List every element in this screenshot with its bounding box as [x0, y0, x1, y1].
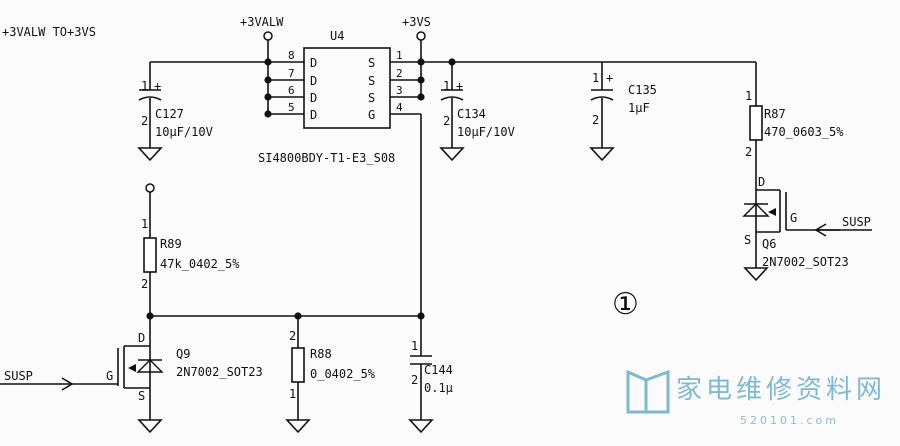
- ground-symbol: [439, 147, 465, 162]
- c134-plus: +: [456, 79, 463, 93]
- u4-pin1-num: 1: [396, 49, 403, 62]
- q6-susp-arrow: [814, 223, 872, 237]
- q9-mosfet: [0, 316, 164, 434]
- u4-pin3-num: 3: [396, 84, 403, 97]
- q9-gate-label: G: [106, 369, 113, 383]
- q9-ref: Q9: [176, 347, 190, 361]
- u4-body: [303, 47, 391, 129]
- u4-pin7-name: D: [310, 74, 317, 88]
- rail-3valw-terminal: [263, 31, 273, 41]
- ground-symbol: [137, 419, 163, 434]
- q9-drain-label: D: [138, 331, 145, 345]
- r87-resistor: [749, 62, 763, 190]
- q6-susp-label: SUSP: [842, 215, 871, 229]
- q9-part: 2N7002_SOT23: [176, 365, 263, 379]
- c127-ref: C127: [155, 107, 184, 121]
- watermark-logo: [626, 369, 670, 414]
- watermark-url: 520101.com: [740, 414, 839, 427]
- c134-pin1: 1: [443, 79, 450, 93]
- q6-gate-label: G: [790, 211, 797, 225]
- r89-pin1: 1: [141, 217, 148, 231]
- rail-3vs-terminal: [416, 31, 426, 41]
- u4-pin2-num: 2: [396, 67, 403, 80]
- ground-symbol: [408, 419, 434, 434]
- c127-pin1: 1: [141, 79, 148, 93]
- c135-value: 1μF: [628, 101, 650, 115]
- junction-dot: [264, 76, 272, 84]
- r88-resistor: [285, 316, 311, 434]
- c135-pin1: 1: [592, 71, 599, 85]
- q9-susp-arrow: [61, 377, 74, 391]
- rail-3valw-label: +3VALW: [240, 15, 284, 29]
- c127-capacitor: [137, 62, 163, 162]
- ground-symbol: [589, 147, 615, 162]
- watermark-text: 家电维修资料网: [676, 375, 886, 405]
- q9-susp-label: SUSP: [4, 369, 33, 383]
- u4-pin3-name: S: [368, 91, 375, 105]
- junction-dot: [417, 93, 425, 101]
- r88-value: 0_0402_5%: [310, 367, 376, 381]
- c134-value: 10μF/10V: [457, 125, 515, 139]
- c144-pin2: 2: [411, 373, 418, 387]
- ground-symbol: [743, 267, 769, 282]
- c134-pin2: 2: [443, 114, 450, 128]
- c127-plus: +: [154, 79, 161, 93]
- q6-ref: Q6: [762, 237, 776, 251]
- junction-dot: [417, 76, 425, 84]
- r87-pin1: 1: [745, 89, 752, 103]
- q6-mosfet: [742, 189, 840, 282]
- r89-resistor: [143, 192, 157, 316]
- q6-drain-label: D: [758, 175, 765, 189]
- circled-number-marker: ①: [612, 287, 639, 322]
- c134-ref: C134: [457, 107, 486, 121]
- u4-pin6-name: D: [310, 91, 317, 105]
- r87-value: 470_0603_5%: [764, 125, 844, 139]
- u4-pin8-num: 8: [288, 49, 295, 62]
- u4-pin4-name: G: [368, 108, 375, 122]
- c127-pin2: 2: [141, 114, 148, 128]
- q6-source-label: S: [744, 233, 751, 247]
- junction-dot: [264, 93, 272, 101]
- c144-value: 0.1μ: [424, 381, 453, 395]
- c135-plus: +: [606, 71, 613, 85]
- r88-ref: R88: [310, 347, 332, 361]
- ground-symbol: [137, 147, 163, 162]
- u4-pin6-num: 6: [288, 84, 295, 97]
- u4-right-pins: [390, 58, 425, 115]
- u4-pin5-num: 5: [288, 101, 295, 114]
- r89-value: 47k_0402_5%: [160, 257, 240, 271]
- q9-source-label: S: [138, 389, 145, 403]
- u4-pin1-name: S: [368, 56, 375, 70]
- junction-dot: [264, 110, 272, 118]
- u4-pin4-num: 4: [396, 101, 403, 114]
- u4-ref: U4: [330, 29, 344, 43]
- c135-capacitor: [589, 62, 615, 162]
- r87-ref: R87: [764, 107, 786, 121]
- c144-capacitor: [408, 316, 434, 434]
- u4-pin8-name: D: [310, 56, 317, 70]
- c134-capacitor: [439, 62, 465, 162]
- c144-pin1: 1: [411, 339, 418, 353]
- r89-pullup-terminal: [145, 183, 155, 193]
- rail-3vs-label: +3VS: [402, 15, 431, 29]
- r88-pin1: 1: [289, 387, 296, 401]
- schematic-title: +3VALW TO+3VS: [2, 25, 96, 39]
- ground-symbol: [285, 419, 311, 434]
- u4-pin5-name: D: [310, 108, 317, 122]
- c144-ref: C144: [424, 363, 453, 377]
- q6-part: 2N7002_SOT23: [762, 255, 849, 269]
- r87-pin2: 2: [745, 145, 752, 159]
- u4-part: SI4800BDY-T1-E3_S08: [258, 151, 395, 165]
- r89-pin2: 2: [141, 277, 148, 291]
- u4-pin2-name: S: [368, 74, 375, 88]
- c135-ref: C135: [628, 83, 657, 97]
- r89-ref: R89: [160, 237, 182, 251]
- u4-pin7-num: 7: [288, 67, 295, 80]
- c127-value: 10μF/10V: [155, 125, 213, 139]
- u4-left-pins: [264, 58, 304, 118]
- c135-pin2: 2: [592, 113, 599, 127]
- r88-pin2: 2: [289, 329, 296, 343]
